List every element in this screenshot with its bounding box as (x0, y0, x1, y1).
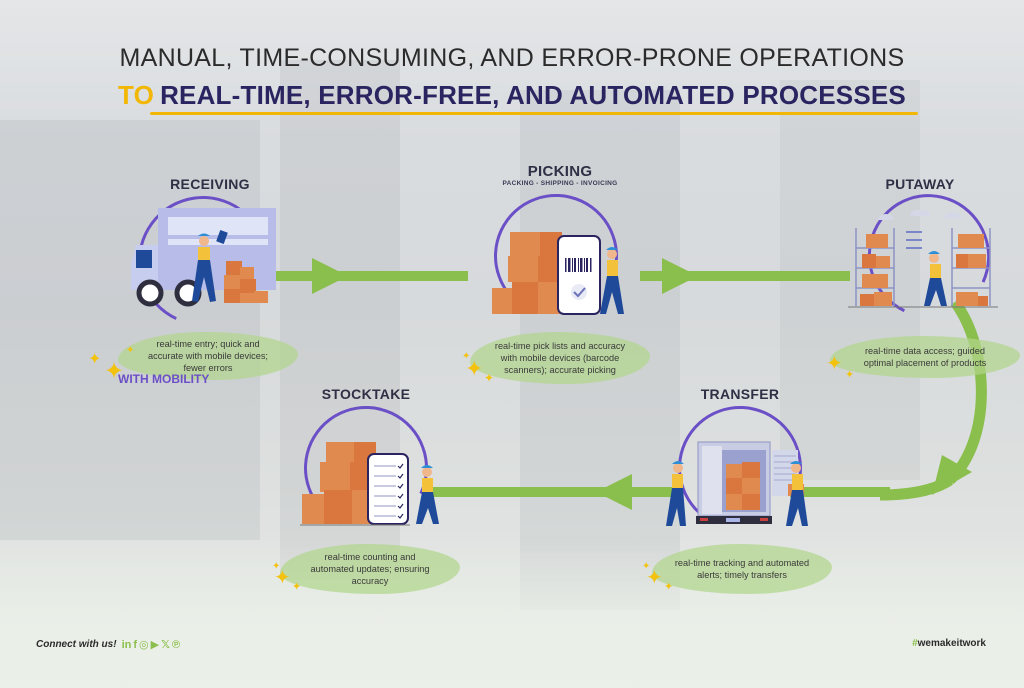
stage-subtitle-picking: PACKING - SHIPPING - INVOICING (502, 180, 618, 187)
background-floor-fade (0, 540, 1024, 688)
stage-description-picking: real-time pick lists and accuracy with m… (470, 332, 650, 384)
hashtag-text: wemakeitwork (917, 638, 986, 649)
sparkle-icon: ✦ (826, 353, 843, 375)
headline-problem: MANUAL, TIME-CONSUMING, AND ERROR-PRONE … (119, 44, 905, 72)
arrow-transfer-to-stocktake (430, 487, 680, 497)
sparkle-icon: ✦ (664, 581, 674, 593)
x-twitter-icon[interactable]: 𝕏 (161, 639, 170, 651)
with-mobility-label: WITH MOBILITY (118, 372, 210, 386)
stage-title-transfer: TRANSFER (700, 386, 780, 402)
truck-unloading-workers-icon (666, 441, 808, 526)
stage-title-receiving: RECEIVING (170, 176, 250, 192)
stage-description-putaway: real-time data access; guided optimal pl… (830, 336, 1020, 378)
stage-title-putaway: PUTAWAY (885, 176, 955, 192)
headline-underline (150, 112, 918, 115)
headline-to: TO (118, 80, 155, 110)
connect-label: Connect with us! (36, 639, 117, 650)
sparkle-icon: ✦ (292, 581, 302, 593)
arrow-transfer-connector (790, 487, 890, 497)
stage-description-stocktake: real-time counting and automated updates… (280, 544, 460, 594)
hashtag-symbol: # (912, 638, 918, 649)
sparkle-icon: ✦ (88, 351, 102, 368)
footer-connect: Connect with us! in f ◎ ▶ 𝕏 ℗ (36, 638, 181, 652)
stage-description-transfer: real-time tracking and automated alerts;… (652, 544, 832, 594)
sparkle-icon: ✦ (462, 351, 471, 362)
sparkle-icon: ✦ (274, 567, 291, 589)
facebook-icon[interactable]: f (133, 638, 138, 651)
checklist-phone-boxes-icon (300, 442, 439, 526)
instagram-icon[interactable]: ◎ (139, 639, 149, 651)
sparkle-icon: ✦ (465, 356, 484, 381)
social-links: in f ◎ ▶ 𝕏 ℗ (121, 638, 181, 652)
stage-title-stocktake: STOCKTAKE (321, 386, 411, 402)
sparkle-icon: ✦ (484, 371, 495, 385)
stage-title-picking: PICKING (527, 163, 593, 180)
sparkle-icon: ✦ (646, 567, 663, 589)
arrow-head-left-icon (596, 474, 632, 510)
footer-hashtag: #wemakeitwork (912, 638, 986, 649)
arrow-putaway-to-transfer (880, 298, 987, 501)
truck-worker-boxes-icon (131, 208, 276, 307)
sparkle-icon: ✦ (845, 369, 855, 381)
linkedin-icon[interactable]: in (121, 638, 132, 651)
sparkle-icon: ✦ (642, 561, 651, 572)
stage-description-receiving: real-time entry; quick and accurate with… (118, 332, 298, 380)
headline-solution-text: REAL-TIME, ERROR-FREE, AND AUTOMATED PRO… (160, 80, 906, 110)
arrow-head-right-icon (312, 258, 348, 294)
sparkle-icon: ✦ (272, 561, 281, 572)
arrow-head-right-icon (662, 258, 698, 294)
arrow-receiving-to-picking (268, 271, 468, 281)
barcode-phone-boxes-icon (492, 232, 624, 315)
youtube-icon[interactable]: ▶ (150, 639, 160, 651)
sparkle-icon: ✦ (126, 345, 135, 356)
sparkle-icon: ✦ (104, 358, 125, 385)
warehouse-shelves-worker-icon (848, 210, 998, 308)
arrow-picking-to-putaway (640, 271, 850, 281)
pinterest-icon[interactable]: ℗ (171, 638, 181, 651)
